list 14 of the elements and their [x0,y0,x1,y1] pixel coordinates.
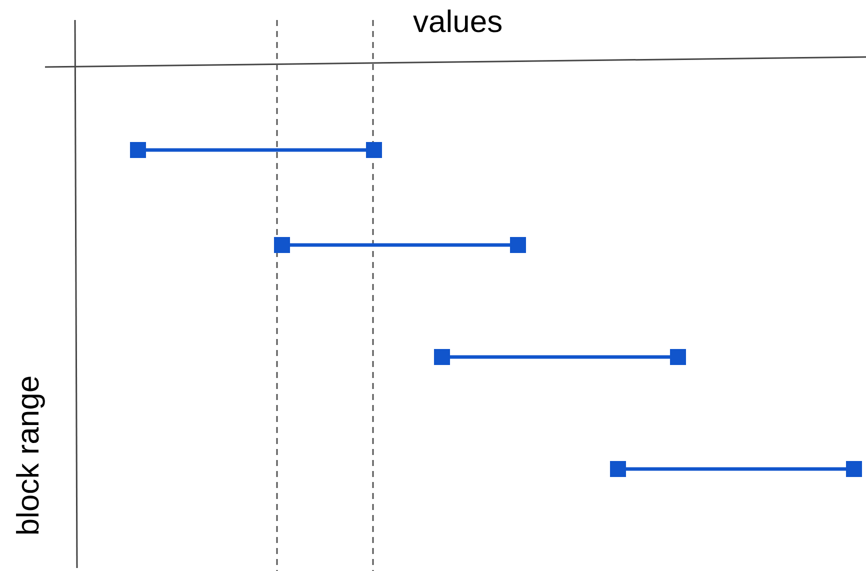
axis-label: block range [12,375,44,536]
endpoint-marker [130,142,146,158]
endpoint-marker [366,142,382,158]
axis-label: values [413,6,503,37]
endpoint-marker [670,349,686,365]
range-line [626,467,846,471]
range-line [290,243,510,247]
range-line [146,148,366,152]
endpoint-marker [434,349,450,365]
endpoint-marker [510,237,526,253]
endpoint-marker [274,237,290,253]
endpoint-marker [846,461,862,477]
endpoint-marker [610,461,626,477]
range-line [450,355,670,359]
